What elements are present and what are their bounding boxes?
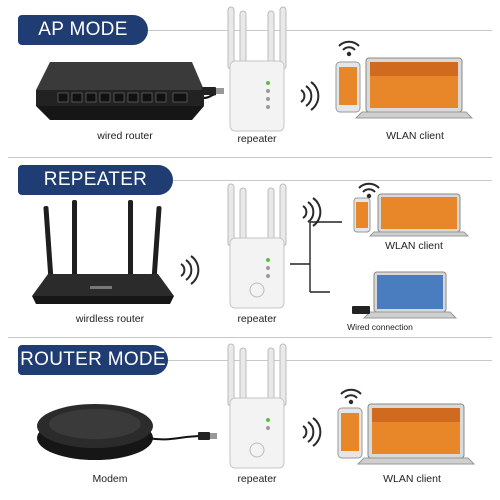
wifi-waves-icon xyxy=(180,255,200,285)
repeater-mode-title: REPEATER MODE xyxy=(18,165,173,220)
wired-connection-caption: Wired connection xyxy=(347,322,413,332)
repeater-image xyxy=(227,343,287,469)
connection-lines xyxy=(290,221,342,293)
wifi-signal-icon xyxy=(338,40,360,57)
ap-mode-title: AP MODE xyxy=(18,15,148,45)
wifi-waves-icon xyxy=(302,197,322,227)
title-underline xyxy=(148,30,492,31)
repeater-caption: repeater xyxy=(237,313,277,325)
wlan-client-caption: WLAN client xyxy=(386,130,444,142)
section-divider xyxy=(8,337,492,338)
section-divider xyxy=(8,157,492,158)
modem-caption: Modem xyxy=(92,473,128,485)
wlan-client-image xyxy=(353,193,470,237)
wlan-client-image xyxy=(337,403,476,465)
router-mode-title: ROUTER MODE xyxy=(18,345,168,375)
wireless-router-image xyxy=(32,200,174,304)
repeater-caption: repeater xyxy=(237,473,277,485)
repeater-image xyxy=(227,6,287,132)
wifi-waves-icon xyxy=(300,81,320,111)
repeater-mode-section: REPEATER MODE wirdless router repeater xyxy=(0,160,500,335)
title-underline xyxy=(168,360,492,361)
wlan-client-caption: WLAN client xyxy=(383,473,441,485)
ethernet-plug-icon xyxy=(202,87,224,95)
wifi-signal-icon xyxy=(358,182,380,199)
wired-client-image xyxy=(352,271,458,319)
repeater-image xyxy=(227,183,287,309)
wlan-client-caption: WLAN client xyxy=(385,240,443,252)
wifi-waves-icon xyxy=(302,417,322,447)
modem-image xyxy=(37,404,217,460)
ap-mode-section: AP MODE wired router repeater xyxy=(0,0,500,160)
router-mode-section: ROUTER MODE Modem repeater xyxy=(0,340,500,500)
repeater-caption: repeater xyxy=(237,133,277,145)
wlan-client-image xyxy=(335,57,474,119)
wifi-signal-icon xyxy=(340,388,362,405)
wireless-router-caption: wirdless router xyxy=(75,313,145,325)
wired-router-caption: wired router xyxy=(97,130,153,142)
wired-router-image xyxy=(36,62,217,120)
title-underline xyxy=(173,180,492,181)
